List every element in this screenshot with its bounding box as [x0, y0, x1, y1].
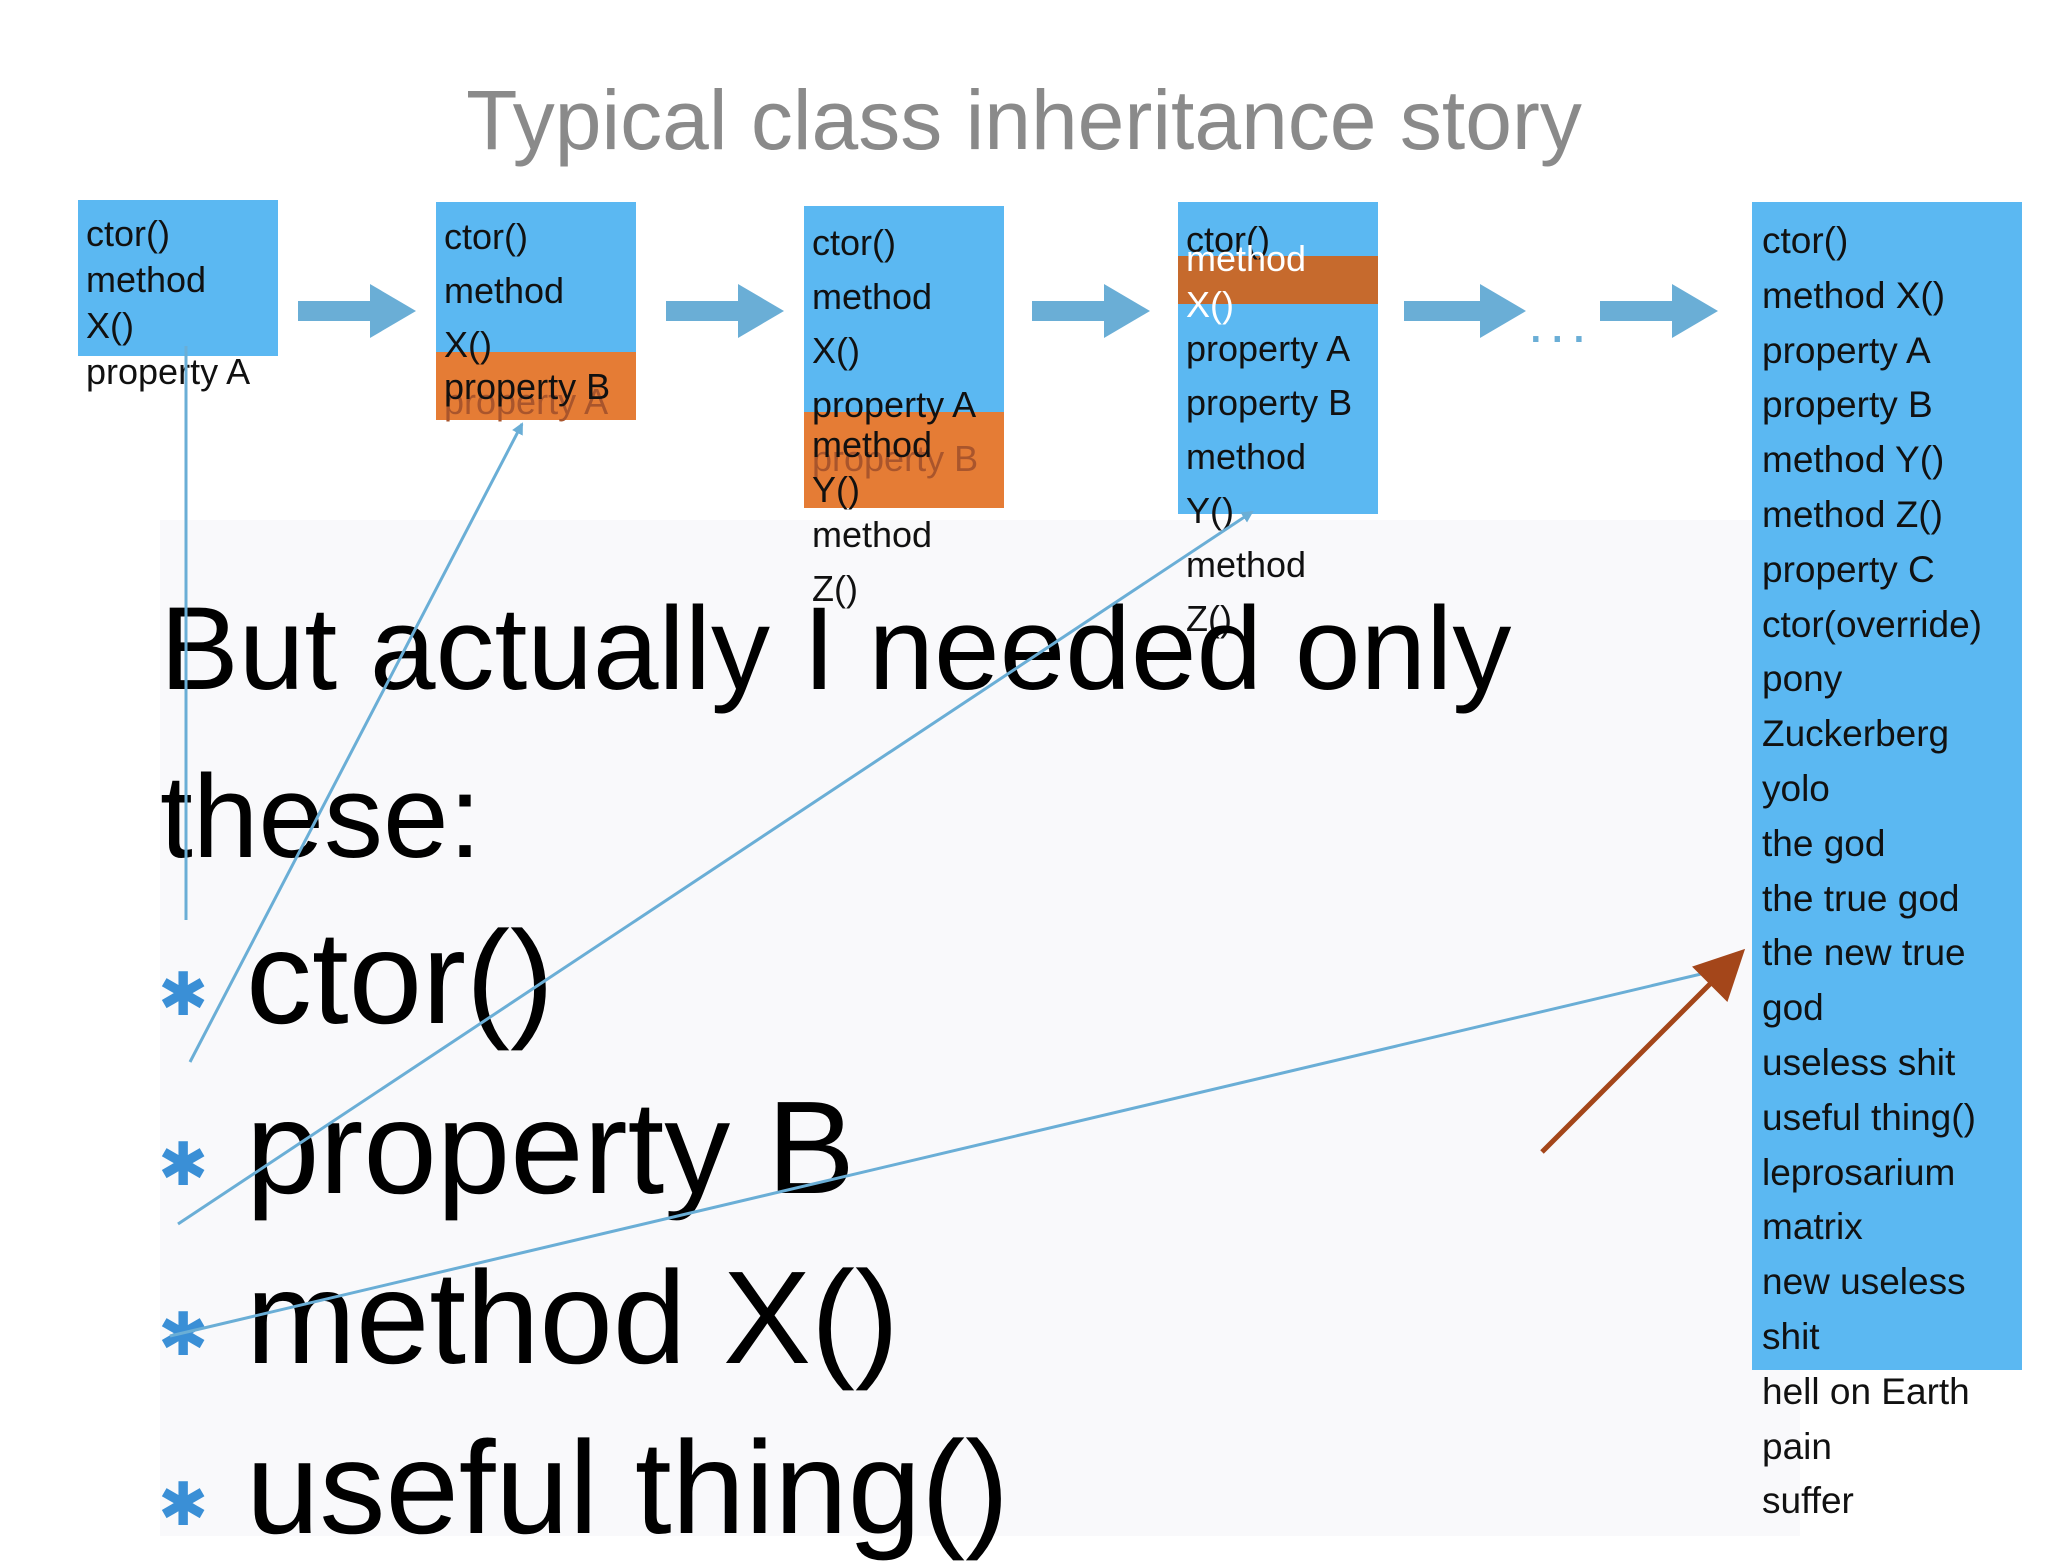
final-member: the true god [1762, 877, 1960, 919]
final-member: property C [1762, 548, 1935, 590]
final-member: shit [1762, 1315, 1820, 1357]
class-box-3-property-a: property A [812, 384, 977, 425]
class-box-3-members-below: method Z() [812, 508, 932, 616]
flow-arrow-2 [666, 284, 784, 338]
class-box-3-new-member: method [812, 424, 933, 465]
class-box-1 [78, 200, 278, 356]
bullet-text: property B [246, 1074, 855, 1221]
class-box-4-overlay-member: method [1186, 238, 1307, 279]
member-line: method [812, 514, 933, 555]
final-member: the new true [1762, 932, 1966, 974]
class-box-4-x: X() [1186, 284, 1234, 325]
class-box-2-new-member: property B [444, 366, 611, 407]
slide-body-background [160, 520, 1800, 1536]
class-box-3-overlap-bar [804, 412, 1004, 508]
connector-method-x [177, 510, 1254, 1226]
flow-arrow-4 [1404, 284, 1526, 338]
question-text: But actually I needed only these: [160, 583, 1512, 883]
member-line: ctor() [444, 216, 528, 257]
bullet-marker-icon: ✱ [158, 1301, 209, 1368]
class-box-2-members: ctor() method X() [444, 210, 564, 372]
final-member: leprosarium [1762, 1151, 1956, 1193]
final-member: useful thing() [1762, 1096, 1976, 1138]
final-member: god [1762, 987, 1824, 1029]
member-line: ctor() [812, 222, 896, 263]
class-box-2-ghost-member: property A [444, 381, 609, 422]
final-member: the god [1762, 822, 1886, 864]
final-member: pony [1762, 658, 1843, 700]
class-box-1-members: ctor() method X() property A [86, 211, 250, 395]
final-member: property A [1762, 329, 1931, 371]
class-box-3-ghost-member: property B [812, 438, 979, 479]
bullet-marker-icon: ✱ [158, 961, 209, 1028]
class-box-3-y: Y() [812, 469, 860, 510]
bullet-marker-icon: ✱ [158, 1131, 209, 1198]
final-member: property B [1762, 384, 1933, 426]
member-line: method [444, 270, 565, 311]
member-line: property A [1186, 328, 1351, 369]
member-line: Z() [1186, 598, 1232, 639]
final-member: useless shit [1762, 1041, 1956, 1083]
final-member: matrix [1762, 1206, 1863, 1248]
slide-title: Typical class inheritance story [466, 73, 1582, 167]
member-line: X() [86, 305, 134, 346]
member-line: Z() [812, 568, 858, 609]
final-member: method Y() [1762, 439, 1945, 481]
highlight-arrow [1540, 948, 1746, 1154]
class-box-4-members: property A property B method Y() method … [1186, 322, 1352, 646]
final-member: pain [1762, 1425, 1832, 1467]
final-member: ctor() [1762, 220, 1849, 261]
final-member: new useless [1762, 1261, 1966, 1303]
member-line: method [812, 276, 933, 317]
final-member: hell on Earth [1762, 1370, 1970, 1412]
class-box-3-members: ctor() method X() [812, 216, 932, 378]
bullet-text: useful thing() [246, 1414, 1010, 1561]
member-line: property A [86, 351, 251, 392]
member-line: method [1186, 544, 1307, 585]
final-member: ctor(override) [1762, 603, 1982, 645]
member-line: method [86, 259, 207, 300]
member-line: ctor() [86, 213, 170, 254]
bullet-text: method X() [246, 1244, 899, 1391]
member-line: Y() [1186, 490, 1234, 531]
bullet-text: ctor() [246, 904, 554, 1051]
member-line: property B [1186, 382, 1353, 423]
flow-arrow-1 [298, 284, 416, 338]
final-class-box [1752, 202, 2022, 1370]
connector-property-b [188, 422, 524, 1063]
member-line: X() [812, 330, 860, 371]
class-box-4-overlap-bar [1178, 256, 1378, 304]
final-member: method Z() [1762, 493, 1943, 535]
final-class-members: ctor() method X() property A property B … [1752, 214, 1982, 1529]
final-member: suffer [1762, 1480, 1854, 1522]
member-line: method [1186, 436, 1307, 477]
class-box-2-overlap-bar [436, 352, 636, 420]
flow-arrow-3 [1032, 284, 1150, 338]
ellipsis: ... [1528, 291, 1593, 354]
final-member: method X() [1762, 274, 1946, 316]
member-line: X() [444, 324, 492, 365]
final-member: Zuckerberg [1762, 713, 1950, 755]
class-box-4-ctor: ctor() [1186, 219, 1270, 260]
class-box-4 [1178, 202, 1378, 514]
bullet-marker-icon: ✱ [158, 1471, 209, 1538]
flow-arrow-5 [1600, 284, 1718, 338]
final-member: yolo [1762, 767, 1830, 809]
connector-useful-thing [169, 966, 1720, 1338]
